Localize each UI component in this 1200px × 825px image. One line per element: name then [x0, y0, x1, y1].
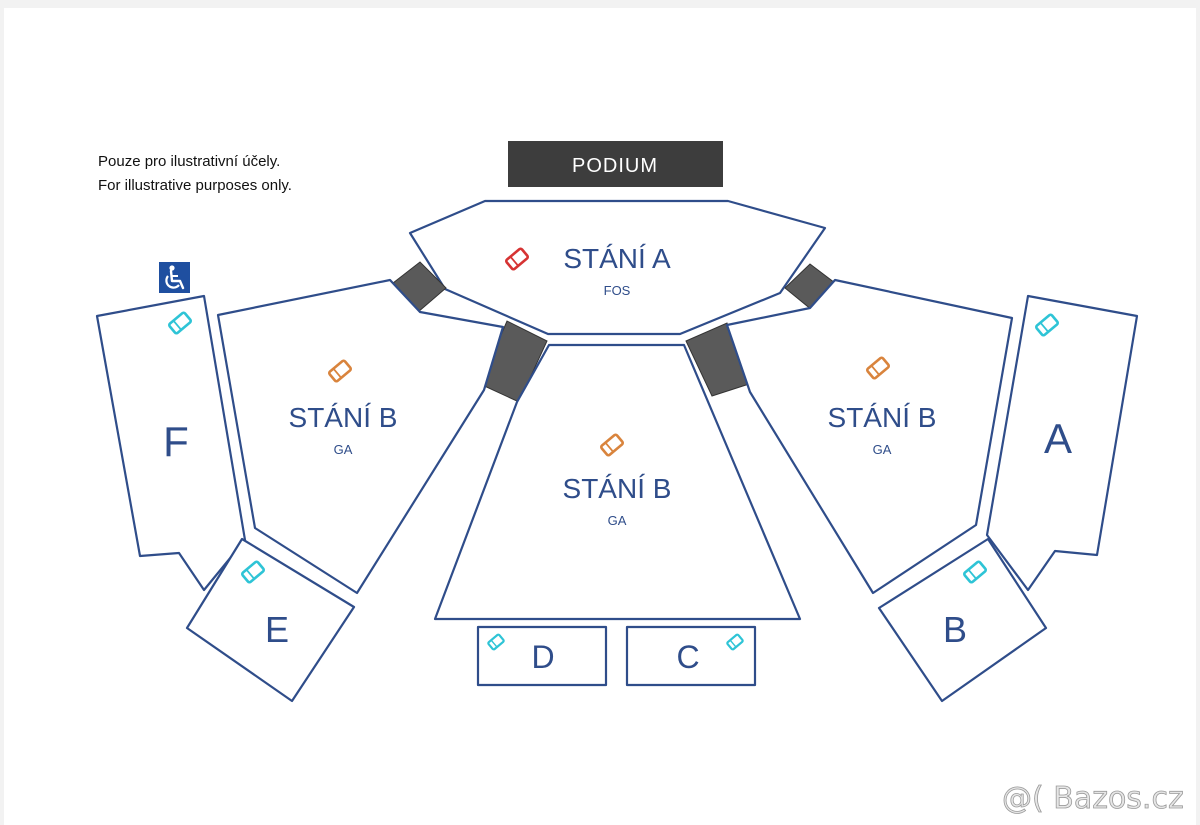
- ticket-icon: [963, 560, 987, 584]
- section-b[interactable]: B: [877, 537, 1048, 703]
- section-stani-b-left[interactable]: STÁNÍ B GA: [216, 278, 505, 595]
- section-a[interactable]: A: [985, 294, 1139, 592]
- section-stani-b-center-sub: GA: [608, 513, 627, 528]
- podium: PODIUM: [508, 141, 723, 187]
- wheelchair-icon: [159, 262, 190, 293]
- section-b-name: B: [943, 609, 967, 650]
- section-stani-b-right-sub: GA: [873, 442, 892, 457]
- ticket-icon: [866, 356, 890, 380]
- section-f-name: F: [163, 418, 189, 465]
- ticket-icon: [505, 247, 529, 271]
- section-d-name: D: [531, 639, 554, 675]
- section-c[interactable]: C: [625, 625, 757, 687]
- section-stani-b-center-name: STÁNÍ B: [563, 473, 672, 504]
- watermark: @( Bazos.cz: [1002, 781, 1184, 816]
- section-stani-b-right-name: STÁNÍ B: [828, 402, 937, 433]
- section-a-name: A: [1044, 415, 1072, 462]
- ticket-icon: [168, 311, 192, 335]
- ticket-icon: [600, 433, 624, 457]
- notice-line-1: Pouze pro ilustrativní účely.: [98, 153, 280, 170]
- ticket-icon: [241, 560, 265, 584]
- ticket-icon: [726, 633, 744, 651]
- podium-label: PODIUM: [572, 155, 658, 177]
- section-stani-a-name: STÁNÍ A: [563, 243, 671, 274]
- section-f[interactable]: F: [95, 294, 247, 592]
- ticket-icon: [328, 359, 352, 383]
- section-stani-b-left-sub: GA: [334, 442, 353, 457]
- section-stani-a[interactable]: STÁNÍ A FOS: [408, 199, 827, 336]
- section-e-name: E: [265, 609, 289, 650]
- section-stani-b-left-name: STÁNÍ B: [289, 402, 398, 433]
- section-stani-a-sub: FOS: [604, 283, 631, 298]
- notice-line-2: For illustrative purposes only.: [98, 177, 292, 194]
- section-c-name: C: [676, 639, 699, 675]
- ticket-icon: [1035, 313, 1059, 337]
- section-e[interactable]: E: [185, 537, 356, 703]
- ticket-icon: [487, 633, 505, 651]
- section-stani-b-right[interactable]: STÁNÍ B GA: [725, 278, 1014, 595]
- section-stani-b-center[interactable]: STÁNÍ B GA: [433, 343, 802, 621]
- section-d[interactable]: D: [476, 625, 608, 687]
